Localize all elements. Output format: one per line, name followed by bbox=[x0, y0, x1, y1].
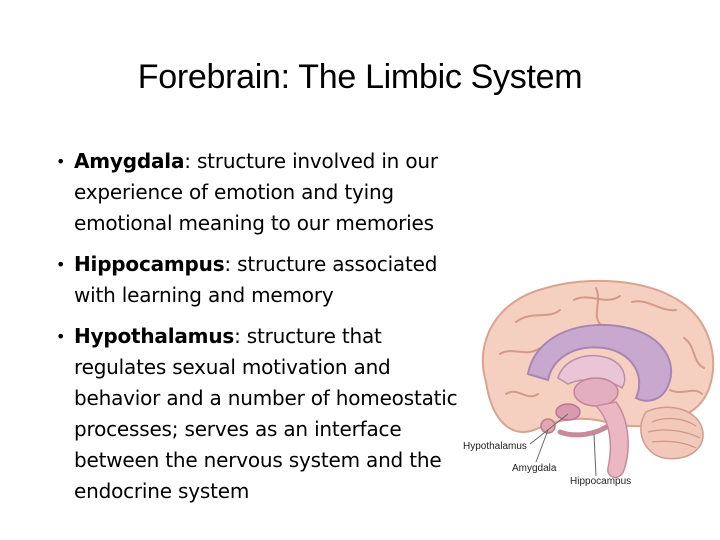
bullet-list: • Amygdala: structure involved in our ex… bbox=[56, 146, 476, 517]
brain-illustration bbox=[481, 279, 715, 479]
bullet-amygdala: • Amygdala: structure involved in our ex… bbox=[56, 146, 476, 239]
bullet-separator: : bbox=[224, 252, 231, 276]
bullet-term: Amygdala bbox=[74, 149, 185, 173]
limbic-band bbox=[526, 324, 673, 402]
bullet-separator: : bbox=[234, 324, 241, 348]
bullet-hippocampus: • Hippocampus: structure associated with… bbox=[56, 249, 476, 311]
brainstem bbox=[594, 401, 629, 479]
cerebellum bbox=[640, 406, 704, 460]
cerebellum-folds bbox=[647, 417, 701, 449]
hypothalamus-label: Hypothalamus bbox=[463, 441, 527, 452]
bullet-hypothalamus: • Hypothalamus: structure that regulates… bbox=[56, 321, 476, 507]
hypothalamus-region bbox=[555, 403, 581, 421]
bullet-separator: : bbox=[184, 149, 191, 173]
amygdala-label: Amygdala bbox=[512, 463, 557, 474]
bullet-term: Hippocampus bbox=[74, 252, 225, 276]
amygdala-region bbox=[540, 418, 556, 434]
bullet-description: structure involved in our experience of … bbox=[74, 149, 438, 235]
hippocampus-region bbox=[557, 423, 611, 438]
bullet-marker: • bbox=[56, 327, 66, 346]
bullet-marker: • bbox=[56, 152, 66, 171]
amygdala-leader bbox=[535, 429, 549, 463]
bullet-term: Hypothalamus bbox=[74, 324, 235, 348]
bullet-marker: • bbox=[56, 255, 66, 274]
slide-title: Forebrain: The Limbic System bbox=[137, 58, 583, 96]
bullet-description: structure that regulates sexual motivati… bbox=[74, 324, 458, 503]
hippocampus-leader bbox=[593, 433, 597, 477]
hypothalamus-leader bbox=[529, 413, 569, 445]
bullet-description: structure associated with learning and m… bbox=[74, 252, 438, 307]
hippocampus-label: Hippocampus bbox=[570, 476, 632, 487]
gyri bbox=[499, 287, 705, 398]
thalamus bbox=[573, 377, 619, 407]
